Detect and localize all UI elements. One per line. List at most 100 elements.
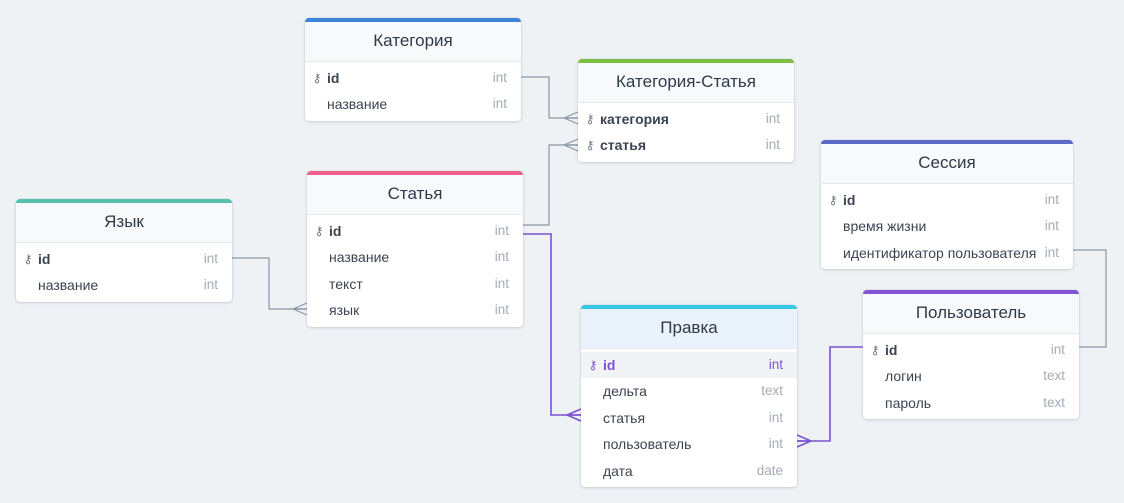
field-type: int [492,70,507,85]
field-name: название [329,249,390,266]
field-type: text [1043,394,1065,410]
field-type: int [1044,192,1059,207]
field-name: id [329,223,342,239]
table-kategoriya-statya[interactable]: Категория-Статья ⚷ категория int ⚷ статья int [578,59,794,162]
field-name: пароль [885,394,932,411]
key-icon: ⚷ [828,193,838,207]
field-type: int [492,96,507,112]
link-yazyk-id-to-statya[interactable] [232,257,308,316]
table-title[interactable]: Сессия [821,144,1073,184]
field-type: int [1044,244,1059,260]
field-type: int [1050,342,1065,357]
table-color-bar [578,59,794,63]
field-row[interactable]: пароль text [863,390,1079,416]
field-name: id [843,192,856,208]
field-name: id [327,70,340,86]
field-type: int [494,302,509,318]
field-name: id [603,357,616,373]
field-type: text [1043,368,1065,384]
link-statya-id-to-kategoriya-statya[interactable] [523,138,579,226]
table-color-bar [863,290,1079,294]
relationship-line[interactable] [1073,249,1107,348]
link-statya-id-to-pravka[interactable] [523,233,582,422]
table-color-bar [16,199,232,203]
field-name: название [327,96,388,113]
table-color-bar [307,171,523,175]
field-name: текст [329,275,363,292]
field-row[interactable]: название int [305,91,521,117]
table-pravka[interactable]: Правка ⚷ id int дельта text статья int пользоват… [581,305,797,487]
field-name: id [38,251,51,267]
link-sessiya-to-polzovatel[interactable] [1073,249,1107,348]
field-type: date [756,462,783,478]
field-row[interactable]: ⚷ категория int [578,106,794,132]
table-title[interactable]: Язык [16,203,232,243]
table-title[interactable]: Правка [581,309,797,349]
field-row[interactable]: логин text [863,363,1079,389]
field-name: дельта [603,383,647,400]
field-row[interactable]: ⚷ id int [821,187,1073,213]
table-color-bar [581,305,797,309]
field-row[interactable]: ⚷ статья int [578,132,794,158]
field-row[interactable]: дельта text [581,378,797,404]
field-type: int [494,223,509,238]
table-title[interactable]: Категория-Статья [578,63,794,103]
table-title[interactable]: Категория [305,22,521,62]
field-row[interactable]: дата date [581,458,797,484]
crows-foot-many-marker [796,434,812,448]
field-type: int [765,111,780,126]
link-polzovatel-id-to-pravka[interactable] [796,346,863,448]
key-icon: ⚷ [870,343,880,357]
crows-foot-many-marker [566,408,582,422]
relationship-line[interactable] [521,76,578,119]
field-name: статья [600,137,647,154]
field-row[interactable]: статья int [581,405,797,431]
key-icon: ⚷ [585,112,595,126]
link-kategoriya-id-to-kategoriya-statya[interactable] [521,76,579,125]
relationship-line[interactable] [523,144,578,226]
field-type: text [761,383,783,399]
relationship-line[interactable] [797,346,863,442]
field-name: статья [603,409,646,426]
table-title[interactable]: Статья [307,175,523,215]
field-row[interactable]: ⚷ id int [581,352,797,379]
field-name: категория [600,111,669,127]
relationship-line[interactable] [232,257,307,310]
field-type: int [203,277,218,293]
field-name: дата [603,462,633,479]
crows-foot-many-marker [563,138,579,152]
key-icon: ⚷ [588,358,598,372]
field-type: int [768,409,783,425]
key-icon: ⚷ [585,138,595,153]
table-title[interactable]: Пользователь [863,294,1079,334]
relationship-line[interactable] [523,233,581,416]
table-color-bar [305,18,521,22]
field-type: int [203,251,218,266]
field-type: int [768,357,783,372]
field-name: логин [885,368,922,385]
field-type: int [765,137,780,153]
